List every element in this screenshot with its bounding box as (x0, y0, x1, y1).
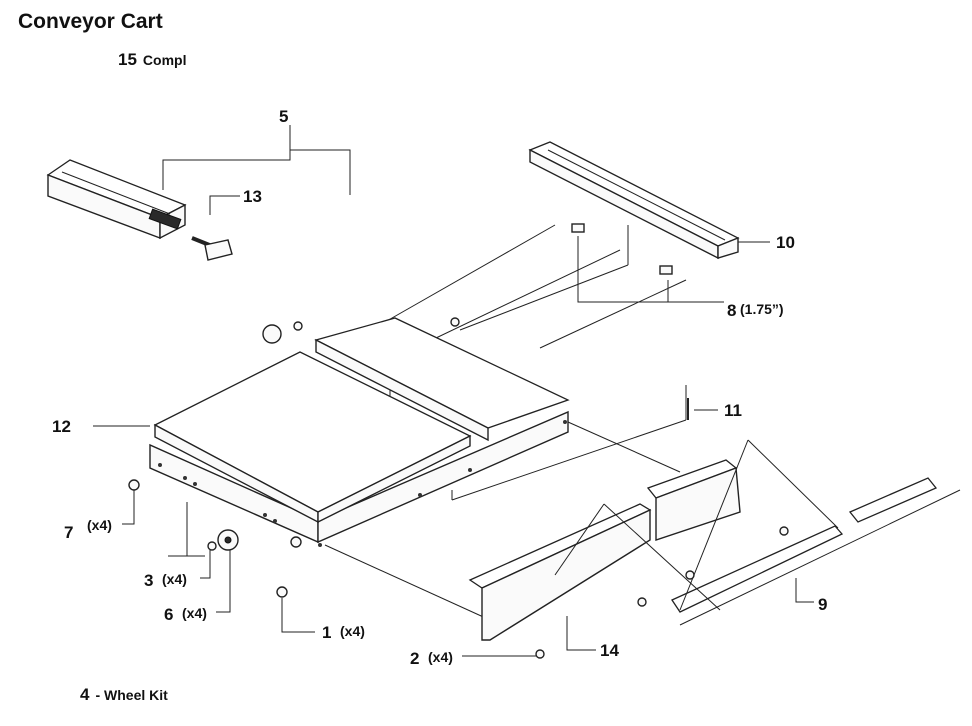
wheel-kit-text: - Wheel Kit (95, 687, 168, 703)
leader-7 (122, 490, 135, 525)
callout-11: 9 (818, 595, 827, 614)
callout-3-number: 3 (144, 571, 153, 590)
part-5-extension-arm (46, 159, 187, 240)
callout-2-qty: (x4) (428, 649, 453, 665)
complete-assembly-label: 15 Compl (118, 50, 186, 70)
leader-8 (577, 236, 724, 303)
callout-9: 10 (776, 233, 795, 252)
callout-3: 3 (x4) (144, 571, 187, 590)
callout-6-number: 6 (164, 605, 173, 624)
callout-6: 6 (x4) (164, 605, 207, 624)
callout-7-qty: (x4) (87, 517, 112, 533)
callout-14-number: 14 (600, 641, 619, 660)
part-8-spacer-a (571, 223, 585, 233)
part-14-side-brackets (468, 459, 741, 641)
callout-5-number: 5 (279, 107, 288, 126)
wheel-kit-number: 4 (80, 685, 90, 704)
diagram-title: Conveyor Cart (18, 10, 163, 33)
callout-7: 7 (x4) (64, 517, 112, 542)
callout-2-number: 2 (410, 649, 419, 668)
callout-1-number: 1 (322, 623, 331, 642)
top-wheel (262, 324, 282, 344)
callout-12-number: 12 (52, 417, 71, 436)
part-9-rail (528, 141, 740, 260)
callout-9-number: 10 (776, 233, 795, 252)
leader-6 (216, 550, 231, 613)
wheel-kit-label: 4 - Wheel Kit (80, 685, 168, 705)
part-8-spacer-b (659, 265, 673, 275)
callout-8: 8 (1.75”) (727, 301, 784, 320)
leader-13 (209, 195, 240, 215)
callout-1-qty: (x4) (340, 623, 365, 639)
leader-5 (162, 149, 351, 195)
complete-assembly-text: Compl (142, 52, 187, 68)
callout-8-number: 8 (727, 301, 736, 320)
complete-assembly-number: 15 (118, 50, 137, 69)
leader-1 (281, 598, 315, 633)
callout-5: 5 (279, 107, 288, 126)
part-11-slats (671, 477, 938, 613)
callout-14: 14 (600, 641, 619, 660)
callout-2: 2 (x4) (410, 649, 453, 668)
callout-3-qty: (x4) (162, 571, 187, 587)
callout-11-number: 9 (818, 595, 827, 614)
callout-13-number: 13 (243, 187, 262, 206)
callout-1: 1 (x4) (322, 623, 365, 642)
callout-12: 12 (52, 417, 71, 436)
bracket-leader-1 (186, 502, 205, 557)
part-1-nut (276, 586, 288, 598)
leader-3 (200, 550, 211, 579)
cart-body (149, 317, 570, 547)
part-11-guide-lines (554, 439, 961, 626)
callout-13: 13 (243, 187, 262, 206)
part-3-washer (207, 541, 217, 551)
callout-10-number: 11 (724, 401, 742, 420)
part-13-knob (191, 236, 233, 261)
callout-8-qty: (1.75”) (740, 301, 784, 317)
callout-7-number: 7 (64, 523, 73, 542)
leader-14 (566, 616, 596, 651)
part-7-nut (128, 479, 140, 491)
callout-10: 11 (724, 401, 742, 420)
callout-6-qty: (x4) (182, 605, 207, 621)
leader-11 (795, 578, 814, 603)
